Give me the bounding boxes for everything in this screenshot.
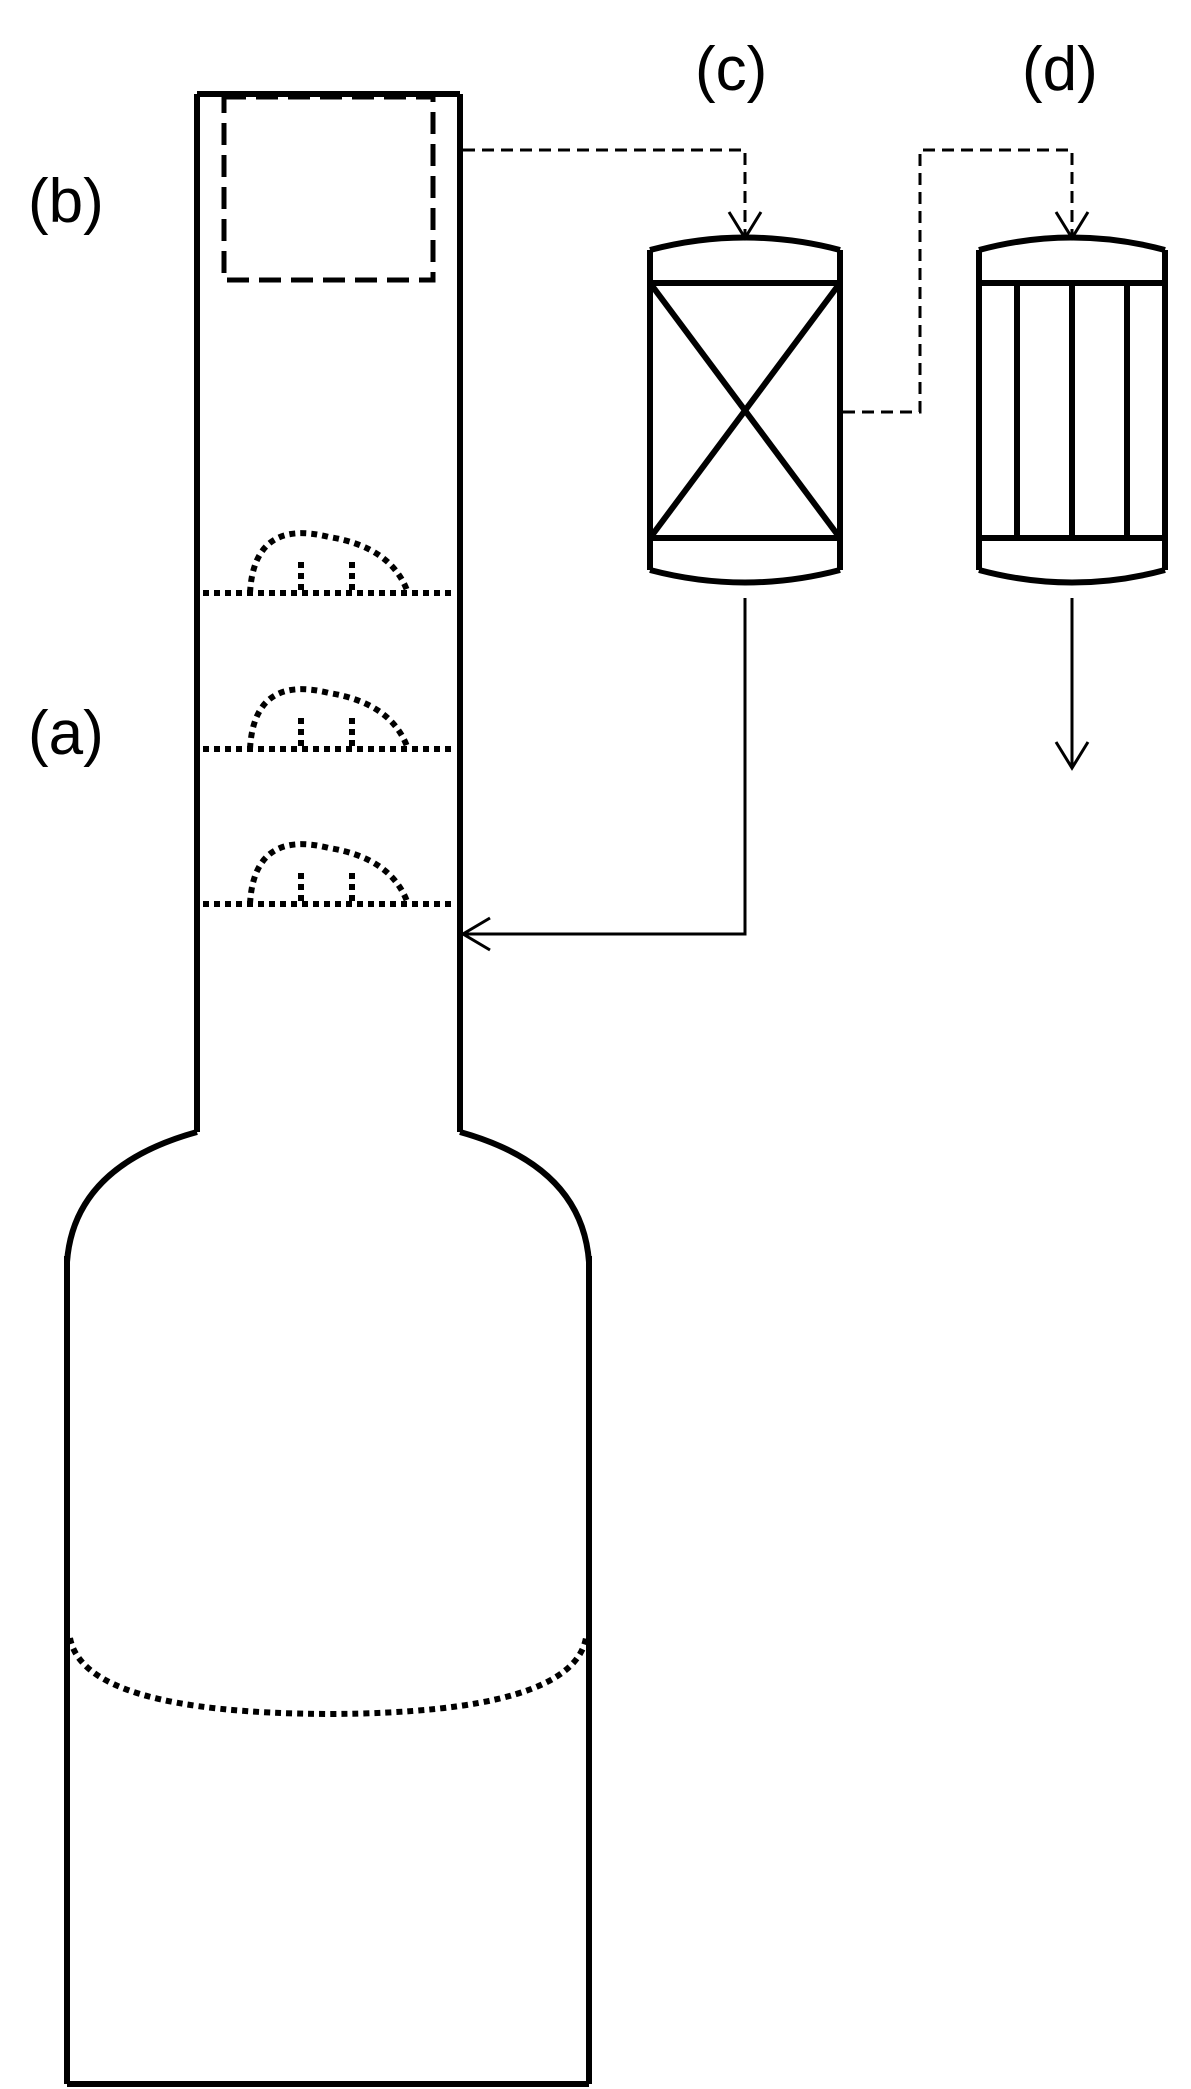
- bubble-cap: [247, 841, 411, 906]
- arrowhead-outlet: [1054, 741, 1090, 771]
- label-c: (c): [695, 35, 767, 104]
- arrowhead-into-d: [1054, 211, 1090, 241]
- arrowhead-into-c: [727, 211, 763, 241]
- vapor-line-to-c: [463, 148, 747, 238]
- arrowhead-into-column: [460, 916, 491, 952]
- reactor-c-bottom-cap: [649, 567, 841, 586]
- return-line-to-column: [460, 598, 747, 952]
- label-a: (a): [28, 699, 104, 768]
- tray-3: [203, 841, 454, 907]
- tray-2: [203, 686, 454, 752]
- distillation-column: [64, 91, 592, 2087]
- tray-1: [203, 530, 454, 596]
- reactor-c: [647, 234, 843, 586]
- vessel-left-shoulder: [64, 1129, 198, 1263]
- line-c-to-d: [843, 148, 1074, 414]
- reactor-d: [976, 234, 1168, 586]
- vessel-right-shoulder: [459, 1129, 592, 1263]
- liquid-level: [67, 1637, 589, 1718]
- trays: [203, 530, 454, 907]
- bubble-cap: [247, 686, 411, 751]
- condenser-zone-box: [221, 94, 436, 283]
- label-d: (d): [1022, 35, 1098, 104]
- reactor-d-bottom-cap: [978, 567, 1166, 586]
- product-outlet: [1054, 598, 1090, 771]
- label-b: (b): [28, 167, 104, 236]
- packing-diagonal-2: [647, 281, 843, 540]
- bubble-cap: [247, 530, 411, 595]
